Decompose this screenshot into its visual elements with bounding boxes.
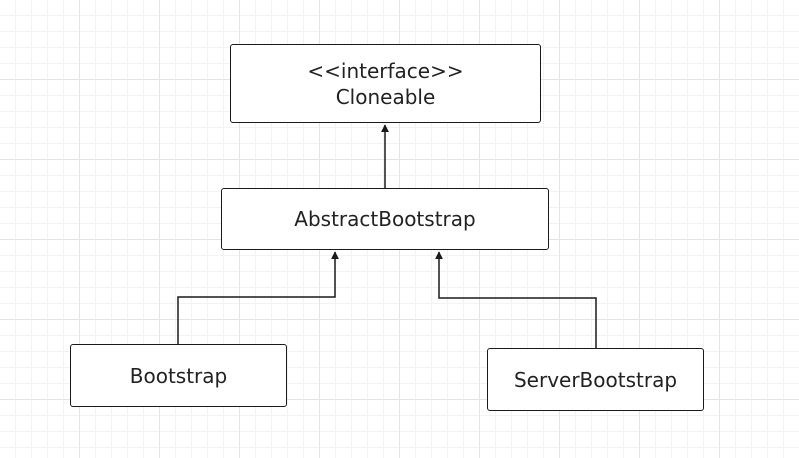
edge-server-to-abstract (435, 251, 597, 348)
edge-bootstrap-to-abstract (177, 251, 339, 344)
node-abstract-bootstrap[interactable]: AbstractBootstrap (221, 188, 549, 250)
node-label: Cloneable (335, 84, 436, 109)
node-cloneable[interactable]: <<interface>> Cloneable (230, 44, 541, 123)
node-stereotype: <<interface>> (307, 58, 464, 83)
node-label: ServerBootstrap (513, 367, 678, 392)
node-server-bootstrap[interactable]: ServerBootstrap (487, 348, 704, 411)
node-bootstrap[interactable]: Bootstrap (70, 344, 287, 407)
node-label: AbstractBootstrap (294, 207, 476, 231)
node-label: Bootstrap (129, 363, 228, 388)
